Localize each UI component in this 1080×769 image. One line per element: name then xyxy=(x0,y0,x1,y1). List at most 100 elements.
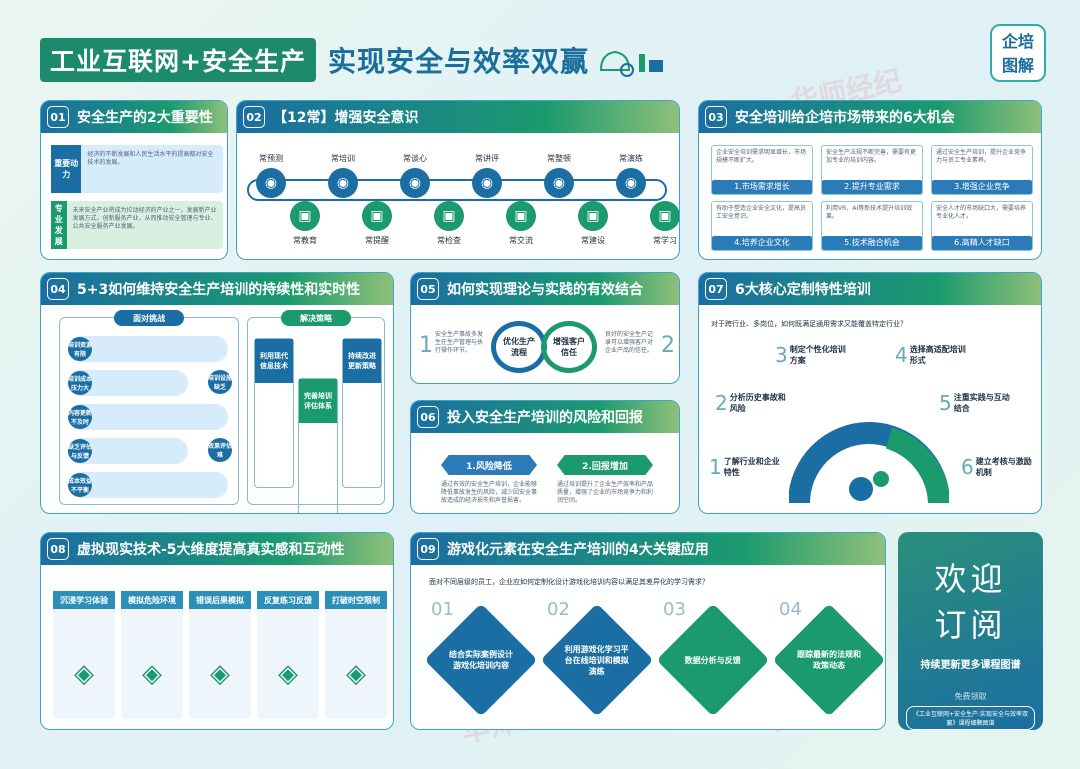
question: 对于跨行业、多岗位，如何既满足通用需求又能覆盖特定行业？ xyxy=(711,320,907,328)
challenge-tag: 培训设施缺乏 xyxy=(208,370,232,394)
challenge-item: 培训资源有限 xyxy=(68,336,228,362)
vr-dimension: 反复练习反馈◈ xyxy=(257,591,319,719)
importance-item: 重要动力 经济的不断发展和人民生活水平的提高都对安全技术的发展。 xyxy=(51,145,223,193)
habit-icon: ▣ xyxy=(434,201,464,231)
habit-item: 常培训◉ xyxy=(323,153,363,202)
opportunity-card: 企业安全培训需求明显增长，市场规模不断扩大。1.市场需求增长 xyxy=(711,145,813,195)
habit-item: ▣常教育 xyxy=(285,197,325,246)
title-left: 工业互联网+安全生产 xyxy=(40,38,316,82)
timeline-track xyxy=(247,179,667,201)
habit-icon: ◉ xyxy=(472,168,502,198)
welcome-subtitle: 持续更新更多课程图谱 xyxy=(920,660,1021,671)
opportunity-card: 有助于塑造企业安全文化，提高员工安全意识。4.培养企业文化 xyxy=(711,201,813,251)
habit-item: ▣常提醒 xyxy=(357,197,397,246)
panel-02: 02【12常】增强安全意识 常预测◉常培训◉常谈心◉常讲评◉常整顿◉常演练◉▣常… xyxy=(236,100,680,260)
free-label: 免费领取 xyxy=(954,692,987,701)
strategy-col: 持续改进更新策略 xyxy=(342,338,382,488)
opportunity-card: 利用VR、AI等新技术提升培训效果。5.技术融合机会 xyxy=(821,201,923,251)
factory-helmet-icon xyxy=(599,50,663,77)
opportunity-card: 通过安全生产培训，提升企业竞争力与员工专业素养。3.增强企业竞争 xyxy=(931,145,1033,195)
vr-dimension: 错误后果模拟◈ xyxy=(189,591,251,719)
habit-item: 常谈心◉ xyxy=(395,153,435,202)
text: 良好的安全生产记录可以增强客户对企业产品的信任。 xyxy=(605,331,654,354)
welcome-title: 订阅 xyxy=(934,606,1007,644)
vr-icon: ◈ xyxy=(142,659,162,689)
habit-item: 常整顿◉ xyxy=(539,153,579,202)
habit-icon: ▣ xyxy=(578,201,608,231)
vr-dimension: 模拟危险环境◈ xyxy=(121,591,183,719)
habit-item: ▣常建设 xyxy=(573,197,613,246)
habit-icon: ◉ xyxy=(328,168,358,198)
habit-item: ▣常交流 xyxy=(501,197,541,246)
habit-icon: ▣ xyxy=(506,201,536,231)
habit-item: 常讲评◉ xyxy=(467,153,507,202)
reward-text: 通过培训提升了企业生产效率和产品质量，增强了企业的市场竞争力和利润空间。 xyxy=(557,481,654,504)
habit-icon: ◉ xyxy=(400,168,430,198)
loop-left: 优化生产流程 xyxy=(491,321,547,373)
vr-icon: ◈ xyxy=(210,659,230,689)
opportunity-card: 安全人才的市场缺口大，需要培养专业化人才。6.高精人才缺口 xyxy=(931,201,1033,251)
vr-icon: ◈ xyxy=(74,659,94,689)
vr-dimension: 打破时空限制◈ xyxy=(325,591,387,719)
strategies-box: 解决策略 利用现代信息技术完善培训评估体系持续改进更新策略 xyxy=(247,310,385,513)
loop-right: 增强客户信任 xyxy=(541,321,597,373)
challenge-tag: 效果评估难 xyxy=(208,438,232,462)
logo: 企培图解 xyxy=(990,24,1046,82)
habit-icon: ▣ xyxy=(362,201,392,231)
habit-icon: ◉ xyxy=(544,168,574,198)
importance-item: 专业发展 未来安全产业将成为拉动经济的产业之一，发展新产业发展方式，创新服务产业… xyxy=(51,201,223,249)
challenge-item: 成本效益不平衡 xyxy=(68,472,228,498)
subscribe-card[interactable]: 欢迎 订阅 持续更新更多课程图谱 免费领取 《工业互联网+安全生产:实现安全与效… xyxy=(898,532,1043,730)
opportunity-card: 安全生产法规不断完善，需要有更加专业的培训内容。2.提升专业需求 xyxy=(821,145,923,195)
habit-icon: ◉ xyxy=(256,168,286,198)
challenge-item: 内容更新不及时 xyxy=(68,404,228,430)
risk-label: 1.风险降低 xyxy=(441,455,537,475)
vr-dimension: 沉浸学习体验◈ xyxy=(53,591,115,719)
habit-icon: ▣ xyxy=(650,201,679,231)
challenge-item: 缺乏评估与反馈 xyxy=(68,438,188,464)
text: 安全生产事故多发生在生产管理与执行操作环节。 xyxy=(435,331,484,354)
habit-icon: ▣ xyxy=(290,201,320,231)
challenges-box: 面对挑战 培训资源有限培训成本压力大内容更新不及时缺乏评估与反馈成本效益不平衡培… xyxy=(59,310,239,505)
habit-item: 常演练◉ xyxy=(611,153,651,202)
step-number: 1 xyxy=(419,333,433,358)
reward-label: 2.回报增加 xyxy=(557,455,653,475)
strategy-col: 利用现代信息技术 xyxy=(254,338,294,488)
habit-item: ▣常学习 xyxy=(645,197,679,246)
gear-arc-icon xyxy=(789,422,949,503)
habit-item: ▣常检查 xyxy=(429,197,469,246)
risk-text: 通过有效的安全生产培训，企业能够降低事故发生的风险，减少因安全事故造成的经济损失… xyxy=(441,481,538,504)
habit-item: 常预测◉ xyxy=(251,153,291,202)
question: 面对不同层级的员工，企业应如何定制化设计游戏化培训内容以满足其差异化的学习需求？ xyxy=(429,578,709,586)
panel-title: 02【12常】增强安全意识 xyxy=(237,101,679,133)
strategy-col: 完善培训评估体系 xyxy=(298,378,338,513)
habit-icon: ◉ xyxy=(616,168,646,198)
free-note: 《工业互联网+安全生产:实现安全与效率双赢》课程细颗图谱 xyxy=(906,706,1035,730)
vr-icon: ◈ xyxy=(346,659,366,689)
